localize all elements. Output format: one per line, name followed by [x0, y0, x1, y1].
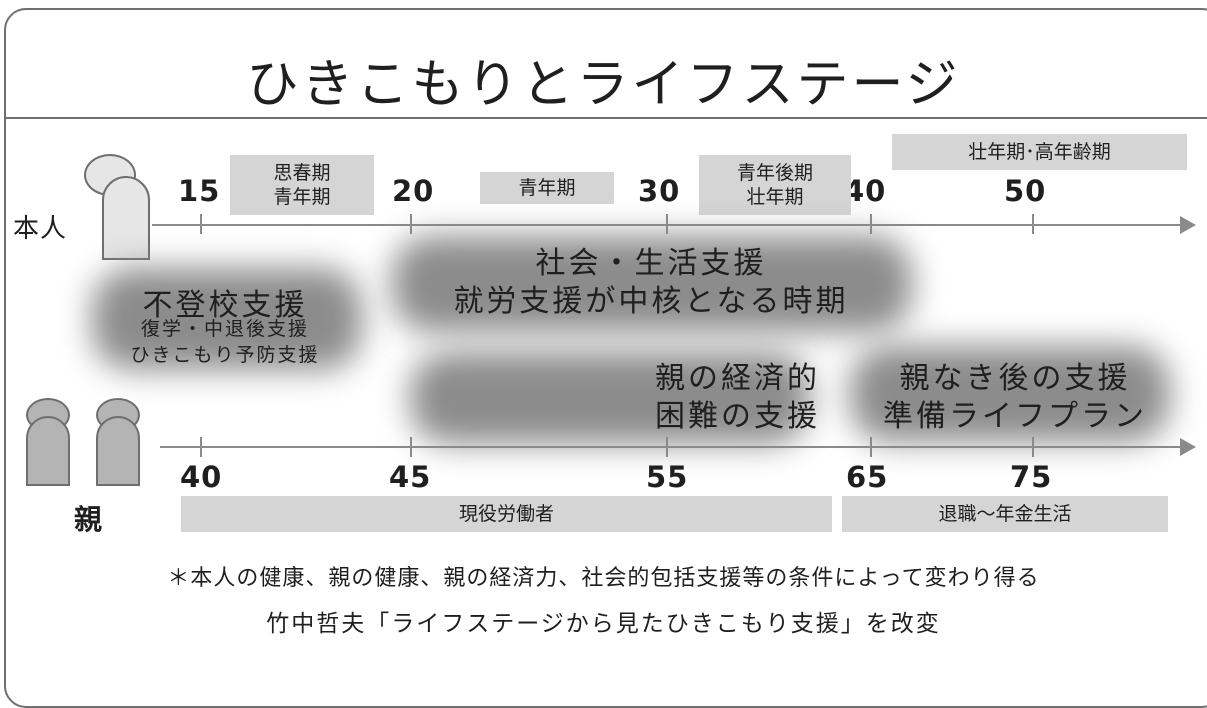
parent-label: 親	[74, 503, 104, 536]
parent-tick	[870, 437, 872, 457]
parent-age-label: 65	[846, 460, 889, 494]
school-support-title: 不登校支援	[142, 288, 308, 323]
self-tick	[410, 214, 412, 234]
self-tick	[870, 214, 872, 234]
social-support-text: 社会・生活支援 就労支援が中核となる時期	[453, 246, 849, 319]
conditions-note: ＊本人の健康、親の健康、親の経済力、社会的包括支援等の条件によって変わり得る	[167, 566, 1040, 591]
self-timeline-arrow	[1180, 216, 1196, 234]
parent-timeline-arrow	[1180, 438, 1196, 456]
stage-seinenki: 青年期	[480, 172, 614, 204]
stage-retired: 退職～年金生活	[842, 496, 1168, 532]
parent-tick	[1032, 437, 1034, 457]
parent-age-label: 75	[1010, 460, 1053, 494]
social-support-shade	[392, 236, 912, 332]
person-body	[102, 176, 150, 260]
source-credit: 竹中哲夫「ライフステージから見たひきこもり支援」を改変	[266, 611, 941, 637]
self-tick	[1032, 214, 1034, 234]
economic-support-text: 親の経済的 困難の支援	[655, 361, 820, 434]
self-tick	[200, 214, 202, 234]
after-parents-support-text: 親なき後の支援 準備ライフプラン	[883, 361, 1147, 434]
parent-age-label: 45	[389, 460, 432, 494]
self-age-label: 20	[392, 174, 435, 208]
self-age-label: 30	[638, 174, 681, 208]
stage-seinen-kouki: 青年後期 壮年期	[699, 155, 851, 215]
school-support-detail: 復学・中退後支援 ひきこもり予防支援	[130, 318, 320, 366]
parent-age-label: 55	[646, 460, 689, 494]
self-tick	[666, 214, 668, 234]
parent-age-label: 40	[180, 460, 223, 494]
stage-working: 現役労働者	[181, 496, 832, 532]
parent-body	[96, 416, 140, 486]
parent-tick	[410, 437, 412, 457]
title-divider	[4, 117, 1207, 119]
stage-shishunki: 思春期 青年期	[230, 155, 374, 215]
school-support-shade	[92, 268, 362, 370]
parent-body	[26, 416, 70, 486]
parent-tick	[666, 437, 668, 457]
economic-support-shade	[410, 352, 810, 444]
page-title: ひきこもりとライフステージ	[246, 55, 961, 115]
self-age-label: 15	[178, 174, 221, 208]
self-label: 本人	[13, 214, 68, 244]
self-age-label: 50	[1004, 174, 1047, 208]
parent-tick	[200, 437, 202, 457]
after-parents-support-shade	[850, 346, 1170, 442]
stage-sounenki: 壮年期･高年齢期	[892, 134, 1187, 170]
parent-timeline-axis	[160, 446, 1182, 448]
